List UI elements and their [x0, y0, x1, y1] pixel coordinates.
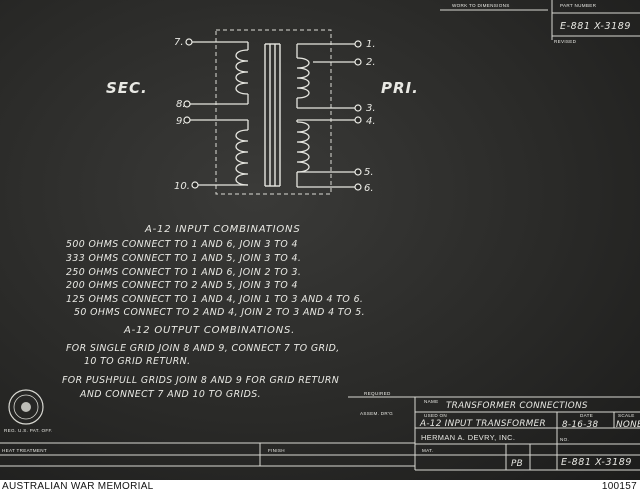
- drawing-name: TRANSFORMER CONNECTIONS: [446, 401, 588, 411]
- primary-label: PRI.: [381, 79, 419, 97]
- archive-credit: AUSTRALIAN WAR MEMORIAL: [2, 481, 154, 492]
- terminal-1-label: 1.: [366, 39, 376, 50]
- scale-value: NONE: [616, 420, 640, 430]
- date-label: DATE: [580, 413, 593, 418]
- terminal-8-pin: [183, 100, 191, 108]
- name-label: NAME: [424, 399, 438, 404]
- revised-label: REVISED: [554, 39, 577, 44]
- terminal-9-pin: [183, 116, 191, 124]
- required-label: REQUIRED: [364, 391, 391, 396]
- part-number-label: PART NUMBER: [560, 3, 597, 8]
- terminal-7-pin: [185, 38, 193, 46]
- terminal-3-label: 3.: [366, 103, 376, 114]
- terminal-4-pin: [354, 116, 362, 124]
- heat-treatment-label: HEAT TREATMENT: [2, 448, 47, 453]
- input-line-250: 250 OHMS CONNECT TO 1 AND 6, JOIN 2 TO 3…: [66, 267, 301, 278]
- terminal-2-pin: [354, 58, 362, 66]
- output-combinations-title: A-12 OUTPUT COMBINATIONS.: [123, 325, 295, 336]
- header-block: [440, 0, 640, 40]
- terminal-9-label: 9.: [176, 116, 186, 127]
- terminal-5-label: 5.: [364, 167, 374, 178]
- part-number-value: E-881 X-3189: [560, 21, 631, 32]
- company-seal: REG. U.S. PAT. OFF.: [4, 389, 53, 433]
- drawing-number: E-881 X-3189: [561, 457, 632, 468]
- used-on-label: USED ON: [424, 413, 447, 418]
- output-line-pushpull: FOR PUSHPULL GRIDS JOIN 8 AND 9 FOR GRID…: [62, 375, 339, 386]
- output-line-single-grid: FOR SINGLE GRID JOIN 8 AND 9, CONNECT 7 …: [66, 343, 340, 354]
- blueprint-photo: WORK TO DIMENSIONS PART NUMBER E-881 X-3…: [0, 0, 640, 480]
- bottom-strip: [0, 442, 415, 467]
- transformer-case: [215, 29, 332, 195]
- terminal-8-label: 8.: [176, 99, 186, 110]
- terminal-6-pin: [354, 183, 362, 191]
- number-label: NO.: [560, 437, 569, 442]
- input-line-50: 50 OHMS CONNECT TO 2 AND 4, JOIN 2 TO 3 …: [74, 307, 365, 318]
- archive-footer: AUSTRALIAN WAR MEMORIAL 100157: [0, 480, 640, 494]
- secondary-winding: [190, 41, 249, 186]
- archive-number: 100157: [601, 481, 637, 492]
- work-to-dimensions-note: WORK TO DIMENSIONS: [452, 3, 510, 8]
- terminal-10-pin: [191, 181, 199, 189]
- input-line-333: 333 OHMS CONNECT TO 1 AND 5, JOIN 3 TO 4…: [66, 253, 301, 264]
- input-line-200: 200 OHMS CONNECT TO 2 AND 5, JOIN 3 TO 4: [66, 280, 298, 291]
- output-line-connect-grids: AND CONNECT 7 AND 10 TO GRIDS.: [79, 389, 261, 400]
- scale-label: SCALE: [618, 413, 635, 418]
- primary-winding: [296, 43, 355, 188]
- output-line-grid-return: 10 TO GRID RETURN.: [84, 356, 190, 367]
- finish-label: FINISH: [268, 448, 285, 453]
- material-label: MAT.: [422, 448, 433, 453]
- date-value: 8-16-38: [562, 420, 599, 430]
- terminal-5-pin: [354, 168, 362, 176]
- transformer-schematic: 7. 8. 9. 10. 1. 2. 3. 4. 5. 6. SEC. PRI.: [106, 29, 419, 195]
- terminal-4-label: 4.: [366, 116, 376, 127]
- secondary-label: SEC.: [106, 79, 148, 97]
- terminal-2-label: 2.: [366, 57, 376, 68]
- blueprint-drawing: WORK TO DIMENSIONS PART NUMBER E-881 X-3…: [0, 0, 640, 471]
- terminal-circles: [183, 38, 362, 191]
- terminal-7-label: 7.: [174, 37, 184, 48]
- drafter-initials: PB: [511, 459, 523, 469]
- iron-core: [264, 43, 281, 187]
- title-block: [348, 396, 640, 471]
- terminal-1-pin: [354, 40, 362, 48]
- input-combinations-title: A-12 INPUT COMBINATIONS: [144, 224, 300, 235]
- seal-caption: REG. U.S. PAT. OFF.: [4, 428, 53, 433]
- company-name: HERMAN A. DEVRY, INC.: [421, 433, 515, 442]
- input-line-125: 125 OHMS CONNECT TO 1 AND 4, JOIN 1 TO 3…: [66, 294, 363, 305]
- terminal-10-label: 10.: [174, 181, 190, 192]
- connection-notes: A-12 INPUT COMBINATIONS 500 OHMS CONNECT…: [62, 224, 365, 400]
- used-on-value: A-12 INPUT TRANSFORMER: [419, 419, 546, 429]
- terminal-3-pin: [354, 104, 362, 112]
- assembly-drawing-label: ASSEM. DR'G: [360, 411, 393, 416]
- input-line-500: 500 OHMS CONNECT TO 1 AND 6, JOIN 3 TO 4: [66, 239, 298, 250]
- terminal-6-label: 6.: [364, 183, 374, 194]
